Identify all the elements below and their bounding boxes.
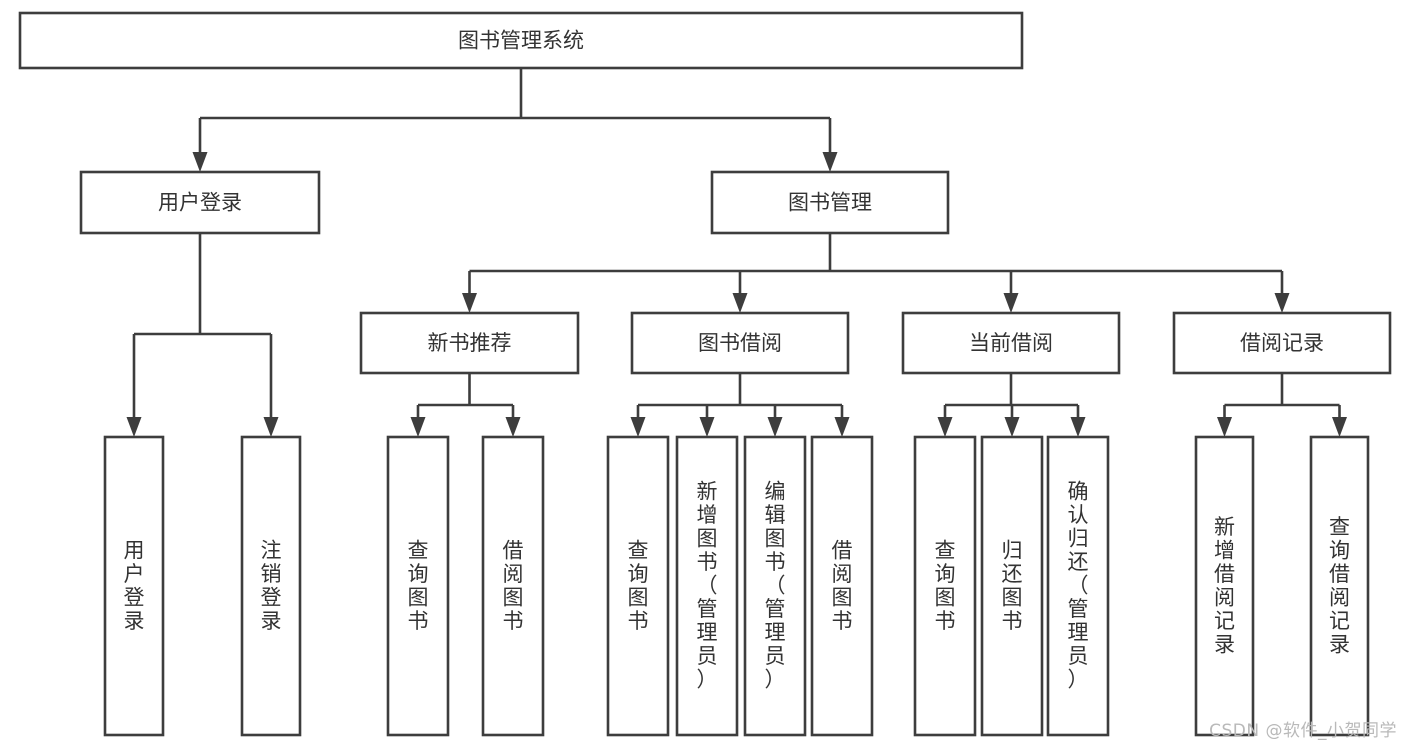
arrow-head-icon — [1070, 417, 1086, 437]
node-box[interactable] — [1046, 435, 1110, 737]
connector-group — [192, 68, 838, 172]
node-box[interactable] — [810, 435, 874, 737]
node-leaf_4[interactable]: 查询图书 — [606, 435, 670, 737]
node-leaf_11[interactable]: 新增借阅记录 — [1194, 435, 1255, 737]
node-l2_1[interactable]: 图书借阅 — [630, 311, 850, 375]
node-label: 查询借阅记录 — [1329, 515, 1350, 657]
node-l2_3[interactable]: 借阅记录 — [1172, 311, 1392, 375]
arrow-head-icon — [263, 417, 279, 437]
node-box[interactable] — [913, 435, 977, 737]
node-box[interactable] — [606, 435, 670, 737]
connector-layer — [126, 68, 1347, 437]
node-label: 编辑图书（管理员） — [765, 480, 786, 692]
arrow-head-icon — [767, 417, 783, 437]
node-leaf_2[interactable]: 查询图书 — [386, 435, 450, 737]
node-root[interactable]: 图书管理系统 — [18, 11, 1024, 70]
node-box[interactable] — [386, 435, 450, 737]
node-box[interactable] — [359, 311, 580, 375]
arrow-head-icon — [505, 417, 521, 437]
connector-group — [462, 233, 1290, 313]
node-box[interactable] — [18, 11, 1024, 70]
connector-group — [937, 373, 1086, 437]
arrow-head-icon — [192, 152, 208, 172]
node-label: 新书推荐 — [428, 331, 512, 355]
node-label: 归还图书 — [1002, 538, 1023, 633]
arrow-head-icon — [1332, 417, 1347, 437]
arrow-head-icon — [1004, 417, 1020, 437]
arrow-head-icon — [630, 417, 646, 437]
node-box[interactable] — [481, 435, 545, 737]
node-l1_0[interactable]: 用户登录 — [79, 170, 321, 235]
arrow-head-icon — [699, 417, 715, 437]
node-label: 查询图书 — [408, 538, 429, 633]
node-label: 图书管理 — [788, 191, 872, 215]
node-leaf_10[interactable]: 确认归还（管理员） — [1046, 435, 1110, 737]
node-l1_1[interactable]: 图书管理 — [710, 170, 950, 235]
node-box[interactable] — [79, 170, 321, 235]
node-leaf_0[interactable]: 用户登录 — [103, 435, 165, 737]
connector-group — [630, 373, 850, 437]
node-label: 当前借阅 — [969, 331, 1053, 355]
node-label: 图书管理系统 — [458, 29, 584, 53]
connector-group — [126, 233, 279, 437]
node-layer: 图书管理系统用户登录图书管理新书推荐图书借阅当前借阅借阅记录用户登录注销登录查询… — [18, 11, 1392, 737]
node-label: 借阅图书 — [832, 538, 853, 633]
node-leaf_6[interactable]: 编辑图书（管理员） — [743, 435, 807, 737]
node-label: 查询图书 — [935, 538, 956, 633]
node-leaf_12[interactable]: 查询借阅记录 — [1309, 435, 1370, 737]
node-label: 用户登录 — [124, 538, 145, 633]
node-label: 注销登录 — [261, 538, 282, 633]
arrow-head-icon — [410, 417, 426, 437]
node-label: 借阅记录 — [1240, 331, 1324, 355]
arrow-head-icon — [462, 293, 477, 313]
arrow-head-icon — [834, 417, 850, 437]
node-leaf_7[interactable]: 借阅图书 — [810, 435, 874, 737]
node-l2_2[interactable]: 当前借阅 — [901, 311, 1121, 375]
node-label: 图书借阅 — [698, 331, 782, 355]
node-label: 新增图书（管理员） — [697, 480, 718, 692]
node-box[interactable] — [710, 170, 950, 235]
watermark-label: CSDN @软件_小贺同学 — [1209, 721, 1397, 741]
node-box[interactable] — [630, 311, 850, 375]
node-box[interactable] — [1309, 435, 1370, 737]
node-box[interactable] — [1194, 435, 1255, 737]
node-leaf_3[interactable]: 借阅图书 — [481, 435, 545, 737]
connector-group — [1217, 373, 1347, 437]
connector-group — [410, 373, 521, 437]
node-l2_0[interactable]: 新书推荐 — [359, 311, 580, 375]
node-label: 借阅图书 — [503, 538, 524, 633]
node-leaf_8[interactable]: 查询图书 — [913, 435, 977, 737]
node-box[interactable] — [1172, 311, 1392, 375]
node-leaf_5[interactable]: 新增图书（管理员） — [675, 435, 739, 737]
arrow-head-icon — [1003, 293, 1019, 313]
node-leaf_9[interactable]: 归还图书 — [980, 435, 1044, 737]
node-box[interactable] — [980, 435, 1044, 737]
node-box[interactable] — [240, 435, 302, 737]
arrow-head-icon — [126, 417, 142, 437]
arrow-head-icon — [732, 293, 748, 313]
node-label: 新增借阅记录 — [1214, 515, 1235, 657]
node-label: 确认归还（管理员） — [1068, 480, 1089, 692]
arrow-head-icon — [1217, 417, 1232, 437]
node-leaf_1[interactable]: 注销登录 — [240, 435, 302, 737]
node-box[interactable] — [743, 435, 807, 737]
node-label: 查询图书 — [628, 538, 649, 633]
node-label: 用户登录 — [158, 191, 242, 215]
arrow-head-icon — [1274, 293, 1290, 313]
node-box[interactable] — [103, 435, 165, 737]
arrow-head-icon — [937, 417, 953, 437]
node-box[interactable] — [901, 311, 1121, 375]
arrow-head-icon — [822, 152, 838, 172]
node-box[interactable] — [675, 435, 739, 737]
